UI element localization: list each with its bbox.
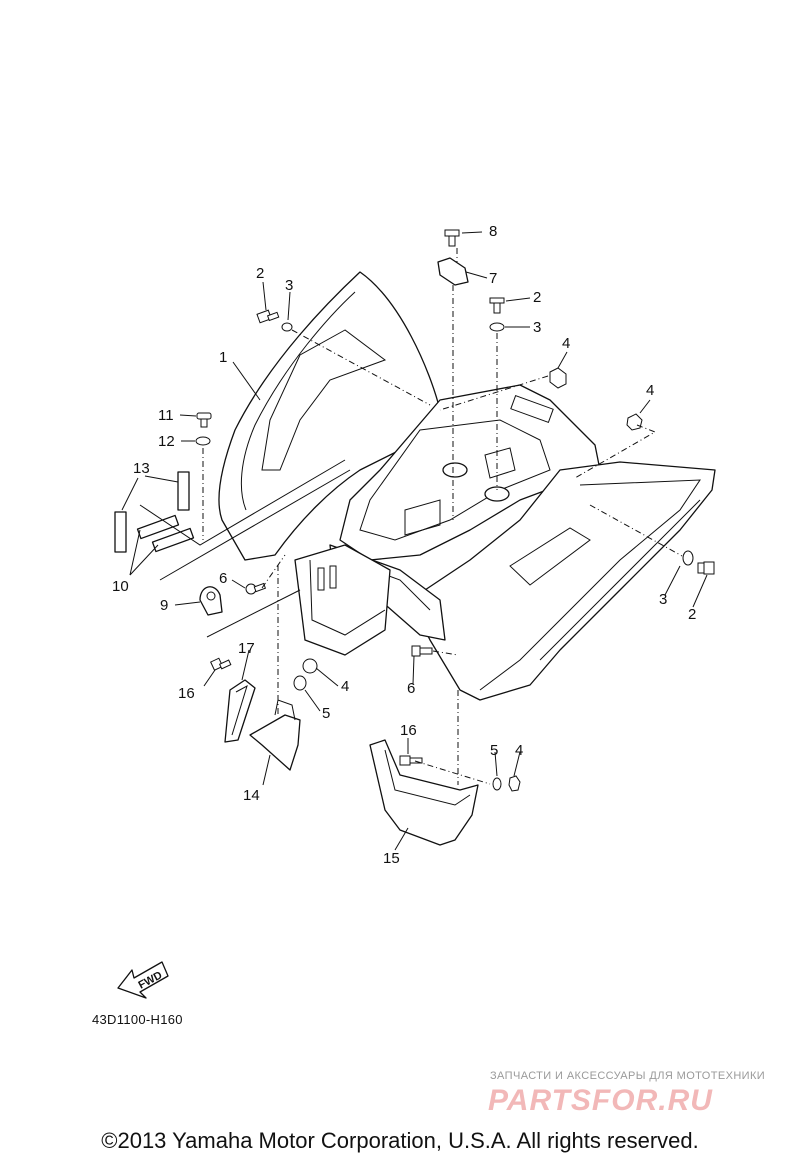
- fwd-label: FWD: [137, 969, 165, 991]
- bolt-icon: [697, 561, 715, 575]
- nut-icon: [302, 658, 318, 674]
- callout-9: 9: [160, 597, 168, 614]
- pad-icon: [114, 511, 127, 553]
- bolt-icon: [256, 309, 280, 324]
- mud-flap-right: [369, 739, 479, 846]
- washer-icon: [195, 436, 211, 446]
- copyright-notice: ©2013 Yamaha Motor Corporation, U.S.A. A…: [101, 1128, 699, 1153]
- callout-10: 10: [112, 578, 129, 595]
- callout-16: 16: [178, 685, 195, 702]
- callout-4: 4: [562, 335, 570, 352]
- washer-icon: [492, 777, 502, 791]
- callout-2: 2: [533, 289, 541, 306]
- callout-5: 5: [322, 705, 330, 722]
- callout-17: 17: [238, 640, 255, 657]
- callout-13: 13: [133, 460, 150, 477]
- callout-2: 2: [688, 606, 696, 623]
- washer-icon: [489, 322, 505, 332]
- callout-8: 8: [489, 223, 497, 240]
- callout-2: 2: [256, 265, 264, 282]
- callout-7: 7: [489, 270, 497, 287]
- watermark-caption: ЗАПЧАСТИ И АКСЕССУАРЫ ДЛЯ МОТОТЕХНИКИ: [490, 1070, 766, 1082]
- screw-icon: [196, 412, 212, 428]
- washer-icon: [293, 675, 307, 691]
- nut-icon: [626, 413, 643, 431]
- tray: [294, 544, 391, 656]
- clamp-icon: [199, 586, 223, 616]
- callout-12: 12: [158, 433, 175, 450]
- pad-icon: [177, 471, 190, 511]
- callout-3: 3: [533, 319, 541, 336]
- callout-labels: 1 2 3 8 7 2 3 4 4 11 12 13 10 9 6 3 2 16…: [112, 223, 696, 867]
- callout-4: 4: [341, 678, 349, 695]
- nut-icon: [549, 367, 567, 389]
- callout-4: 4: [646, 382, 654, 399]
- washer-icon: [281, 322, 293, 332]
- callout-3: 3: [659, 591, 667, 608]
- bolt-icon: [489, 297, 505, 314]
- callout-3: 3: [285, 277, 293, 294]
- bolt-icon: [210, 657, 232, 671]
- rear-fender: [218, 271, 716, 701]
- callout-11: 11: [158, 407, 174, 424]
- leader-lines: [121, 231, 708, 851]
- nut-icon: [508, 775, 521, 792]
- fwd-arrow-icon: FWD: [117, 961, 169, 999]
- callout-4: 4: [515, 742, 523, 759]
- strap: [224, 679, 256, 743]
- callout-15: 15: [383, 850, 400, 867]
- washer-icon: [682, 550, 694, 566]
- screw-icon: [245, 582, 267, 595]
- bolt-icon: [399, 755, 423, 766]
- screw-icon: [411, 645, 433, 657]
- callout-5: 5: [490, 742, 498, 759]
- callout-14: 14: [243, 787, 260, 804]
- callout-6: 6: [219, 570, 227, 587]
- watermark-logo: PARTSFOR.RU: [488, 1084, 713, 1117]
- alignment-lines: [202, 248, 683, 785]
- callout-16: 16: [400, 722, 417, 739]
- bolt-icon: [444, 229, 460, 247]
- callout-1: 1: [219, 349, 227, 366]
- diagram-reference-code: 43D1100-H160: [92, 1012, 183, 1027]
- clip-icon: [437, 257, 469, 286]
- callout-6: 6: [407, 680, 415, 697]
- mud-flap-left: [249, 699, 301, 771]
